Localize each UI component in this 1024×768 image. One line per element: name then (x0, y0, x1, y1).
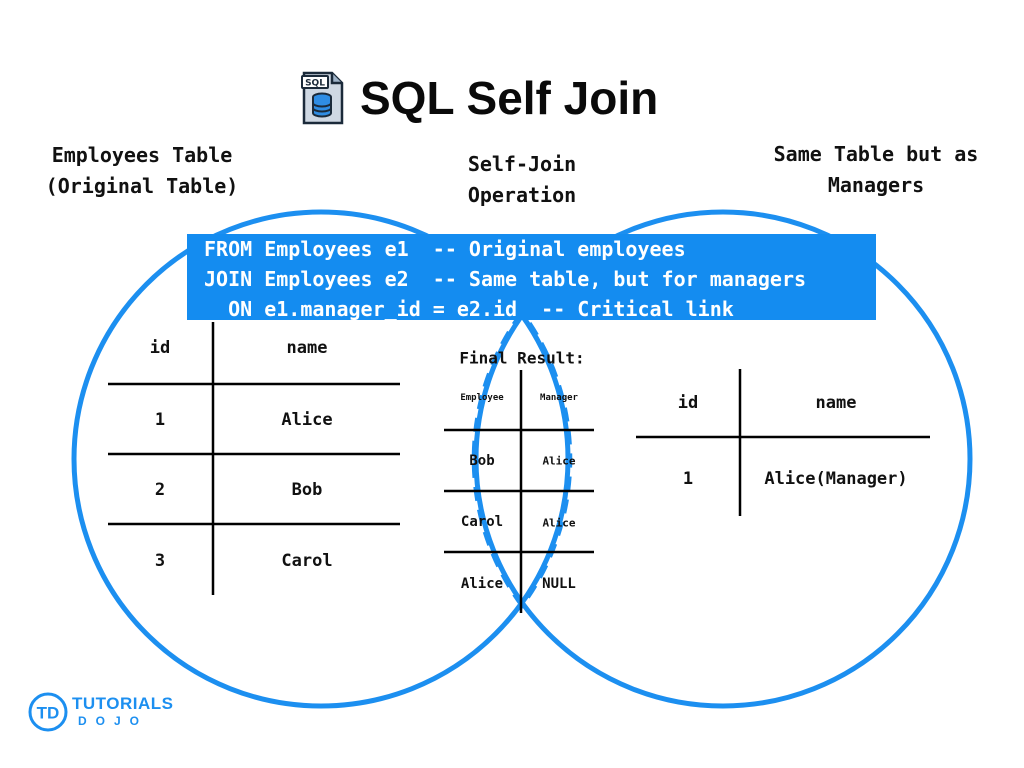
right-table-lines (636, 369, 930, 516)
code-line-on: ON e1.manager_id = e2.id -- Critical lin… (204, 297, 734, 321)
page-title: SQL Self Join (360, 72, 659, 124)
code-line-from: FROM Employees e1 -- Original employees (204, 237, 686, 261)
table-cell: NULL (542, 576, 576, 592)
table-cell: Carol (281, 551, 333, 571)
table-cell: Carol (460, 514, 504, 530)
svg-text:SQL: SQL (305, 79, 325, 89)
td-logo-icon: TD (28, 692, 68, 732)
table-cell: 1 (682, 469, 694, 489)
logo-mark: TD (37, 704, 60, 723)
right-section-label: Same Table but as Managers (750, 139, 1002, 201)
code-line-join: JOIN Employees e2 -- Same table, but for… (204, 267, 807, 291)
result-header-manager: Manager (540, 393, 578, 403)
center-label-line-2: Operation (467, 183, 577, 207)
table-cell: Alice (281, 410, 333, 430)
sql-database-file-icon: SQL (301, 71, 344, 125)
result-table-lines (444, 370, 594, 613)
left-label-line-1: Employees Table (51, 143, 233, 167)
table-cell: Bob (291, 480, 323, 500)
left-label-line-2: (Original Table) (45, 174, 239, 198)
left-table-header-id: id (149, 338, 171, 358)
tutorials-dojo-logo: TD TUTORIALS DOJO (28, 692, 173, 732)
table-cell: 2 (154, 480, 166, 500)
result-header-employee: Employee (460, 393, 504, 403)
table-cell: Bob (469, 453, 495, 469)
table-cell: 1 (154, 410, 166, 430)
logo-text-line-1: TUTORIALS (72, 694, 174, 713)
title-block: SQL SQL Self Join (300, 68, 658, 128)
sql-code-box: FROM Employees e1 -- Original employees … (187, 234, 876, 321)
table-cell: Alice (542, 454, 576, 468)
table-cell: Alice (460, 576, 504, 592)
right-circle (473, 209, 973, 709)
right-label-line-2: Managers (827, 173, 925, 197)
left-section-label: Employees Table (Original Table) (22, 140, 262, 202)
right-label-line-1: Same Table but as (773, 142, 979, 166)
table-cell: 3 (154, 551, 166, 571)
table-cell: Alice (542, 516, 576, 530)
table-cell: Alice(Manager) (764, 469, 908, 489)
center-label-line-1: Self-Join (467, 152, 577, 176)
result-title: Final Result: (459, 348, 585, 368)
right-table-header-name: name (815, 393, 857, 413)
logo-text-line-2: DOJO (78, 714, 149, 728)
center-section-label: Self-Join Operation (417, 149, 627, 211)
right-table-header-id: id (677, 393, 699, 413)
left-table-header-name: name (286, 338, 328, 358)
left-table-lines (108, 322, 400, 595)
